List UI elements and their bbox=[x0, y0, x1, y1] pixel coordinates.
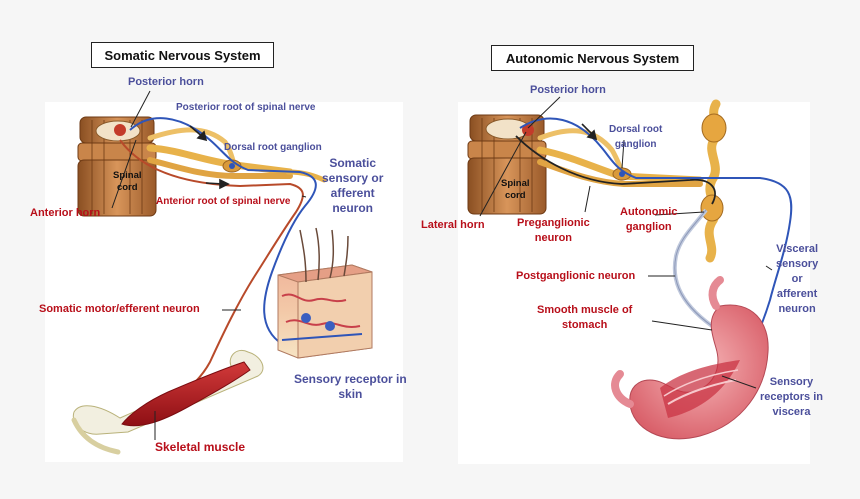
label-postganglionic-neuron: Postganglionic neuron bbox=[516, 270, 636, 282]
label-autonomic-ganglion: Autonomic ganglion bbox=[620, 206, 678, 233]
autonomic-preganglionic-neuron bbox=[515, 135, 716, 205]
somatic-pointers bbox=[111, 90, 307, 440]
label-posterior-horn: Posterior horn bbox=[128, 76, 204, 88]
somatic-motor-neuron bbox=[119, 139, 304, 409]
label-sensory-receptors-viscera: Sensory receptors in viscera bbox=[760, 376, 823, 418]
label-preganglionic-neuron: Preganglionic neuron bbox=[517, 217, 590, 244]
somatic-sensory-neuron bbox=[129, 117, 317, 345]
label-somatic-sensory-neuron: Somatic sensory or afferent neuron bbox=[322, 156, 384, 215]
label-lateral-horn: Lateral horn bbox=[421, 219, 485, 231]
label-posterior-root: Posterior root of spinal nerve bbox=[176, 102, 316, 113]
label-auto-dorsal-root-ganglion: Dorsal root ganglion bbox=[609, 124, 663, 150]
autonomic-title: Autonomic Nervous System bbox=[491, 45, 694, 71]
somatic-spinal-cord-label: Spinal cord bbox=[113, 170, 142, 193]
autonomic-pointers bbox=[479, 96, 773, 389]
label-visceral-sensory-neuron: Visceral sensory or afferent neuron bbox=[776, 243, 819, 315]
somatic-arrows bbox=[189, 125, 230, 190]
label-auto-posterior-horn: Posterior horn bbox=[530, 84, 606, 96]
label-skeletal-muscle: Skeletal muscle bbox=[155, 440, 246, 454]
label-dorsal-root-ganglion: Dorsal root ganglion bbox=[224, 142, 322, 153]
somatic-spinal-cord bbox=[77, 116, 157, 217]
skin-illustration bbox=[277, 227, 373, 359]
label-sensory-receptor-skin: Sensory receptor in skin bbox=[294, 372, 407, 401]
autonomic-postganglionic-neuron bbox=[672, 208, 714, 328]
somatic-title: Somatic Nervous System bbox=[91, 42, 274, 68]
autonomic-arrows bbox=[581, 123, 598, 141]
autonomic-spinal-cord-label: Spinal cord bbox=[501, 178, 530, 201]
arm-illustration bbox=[71, 350, 264, 455]
label-anterior-root: Anterior root of spinal nerve bbox=[156, 196, 291, 207]
label-anterior-horn: Anterior horn bbox=[30, 207, 101, 219]
stomach-illustration bbox=[611, 276, 769, 440]
autonomic-visceral-sensory-neuron bbox=[519, 117, 793, 373]
label-smooth-muscle-stomach: Smooth muscle of stomach bbox=[537, 304, 633, 331]
autonomic-spinal-cord bbox=[467, 114, 547, 215]
label-somatic-motor-neuron: Somatic motor/efferent neuron bbox=[39, 303, 200, 315]
